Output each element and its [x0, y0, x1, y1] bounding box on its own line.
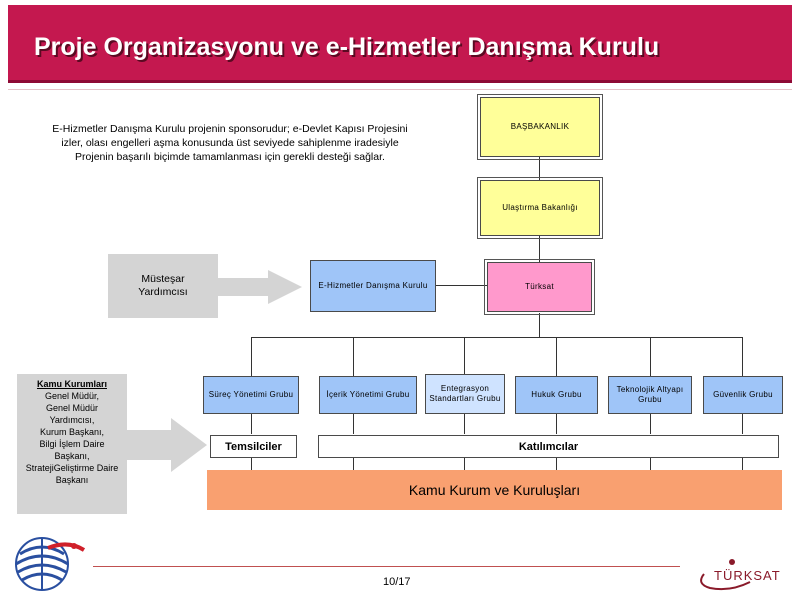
description-text: E-Hizmetler Danışma Kurulu projenin spon… — [20, 122, 440, 164]
connector-line — [251, 337, 742, 338]
group-guvenlik: Güvenlik Grubu — [703, 376, 783, 414]
description-line: E-Hizmetler Danışma Kurulu projenin spon… — [52, 123, 408, 135]
connector-line — [464, 414, 465, 434]
connector-line — [251, 337, 252, 376]
mustesar-arrow — [218, 270, 302, 304]
turksat-logo-text: TÜRKSAT — [714, 568, 781, 583]
connector-line — [742, 414, 743, 434]
connector-line — [650, 337, 651, 376]
kamu-kurum-bar: Kamu Kurum ve Kuruluşları — [207, 470, 782, 510]
group-hukuk: Hukuk Grubu — [515, 376, 598, 414]
danisma-kurulu-box: E-Hizmetler Danışma Kurulu — [310, 260, 436, 312]
group-entegrasyon: Entegrasyon Standartları Grubu — [425, 374, 505, 414]
kamu-item: StratejiGeliştirme Daire — [25, 463, 119, 473]
description-line: izler, olası engelleri aşma konusunda üs… — [61, 137, 399, 149]
group-teknolojik: Teknolojik Altyapı Grubu — [608, 376, 692, 414]
group-label: İçerik Yönetimi Grubu — [326, 390, 410, 399]
connector-line — [539, 313, 540, 337]
group-label: Teknolojik Altyapı Grubu — [616, 385, 684, 404]
basbakanlik-box: BAŞBAKANLIK — [477, 94, 603, 160]
connector-line — [436, 285, 487, 286]
connector-line — [650, 458, 651, 470]
header-divider — [8, 89, 792, 90]
turksat-label: Türksat — [525, 282, 554, 291]
kamu-kurumlari-title: Kamu Kurumları — [36, 379, 107, 389]
group-label: Süreç Yönetimi Grubu — [208, 390, 294, 399]
page-title: Proje Organizasyonu ve e-Hizmetler Danış… — [34, 33, 660, 61]
katilimcilar-box: Katılımcılar — [318, 435, 779, 458]
temsilciler-box: Temsilciler — [210, 435, 297, 458]
kamu-kurumlari-box: Kamu Kurumları Genel Müdür, Genel Müdür … — [17, 374, 127, 514]
turksat-box: Türksat — [484, 259, 595, 315]
description-line: Projenin başarılı biçimde tamamlanması i… — [75, 151, 385, 163]
connector-line — [742, 337, 743, 376]
mustesar-label: Müsteşar Yardımcısı — [138, 273, 188, 298]
basbakanlik-label: BAŞBAKANLIK — [510, 122, 570, 131]
connector-line — [464, 458, 465, 470]
connector-line — [251, 458, 252, 470]
katilimcilar-label: Katılımcılar — [518, 440, 579, 453]
mustesar-box: Müsteşar Yardımcısı — [108, 254, 218, 318]
connector-line — [539, 236, 540, 263]
kamu-item: Genel Müdür, — [44, 391, 100, 401]
kamu-item: Bilgi İşlem Daire — [39, 439, 105, 449]
ulastirma-box: Ulaştırma Bakanlığı — [477, 177, 603, 239]
connector-line — [650, 414, 651, 434]
footer-divider — [93, 566, 680, 567]
page-number: 10/17 — [383, 576, 411, 588]
connector-line — [556, 458, 557, 470]
kamu-item: Genel Müdür — [45, 403, 99, 413]
group-label: Güvenlik Grubu — [713, 390, 773, 399]
danisma-kurulu-label: E-Hizmetler Danışma Kurulu — [318, 281, 428, 290]
globe-logo-icon — [15, 537, 86, 591]
kamu-item: Başkanı — [55, 475, 89, 485]
connector-line — [251, 414, 252, 434]
group-label: Hukuk Grubu — [531, 390, 582, 399]
connector-line — [353, 414, 354, 434]
turksat-logo — [700, 559, 751, 591]
group-surec: Süreç Yönetimi Grubu — [203, 376, 299, 414]
connector-line — [353, 337, 354, 376]
connector-line — [464, 337, 465, 376]
title-bar: Proje Organizasyonu ve e-Hizmetler Danış… — [8, 5, 792, 83]
group-icerik: İçerik Yönetimi Grubu — [319, 376, 417, 414]
connector-line — [556, 337, 557, 376]
kamu-kurum-label: Kamu Kurum ve Kuruluşları — [408, 482, 581, 498]
connector-line — [742, 458, 743, 470]
kamu-item: Yardımcısı, — [49, 415, 95, 425]
connector-line — [353, 458, 354, 470]
kamu-arrow — [127, 418, 207, 472]
ulastirma-label: Ulaştırma Bakanlığı — [502, 203, 578, 212]
kamu-item: Başkanı, — [54, 451, 90, 461]
group-label: Entegrasyon Standartları Grubu — [429, 384, 501, 403]
connector-line — [556, 414, 557, 434]
temsilciler-label: Temsilciler — [225, 440, 282, 453]
kamu-item: Kurum Başkanı, — [39, 427, 105, 437]
